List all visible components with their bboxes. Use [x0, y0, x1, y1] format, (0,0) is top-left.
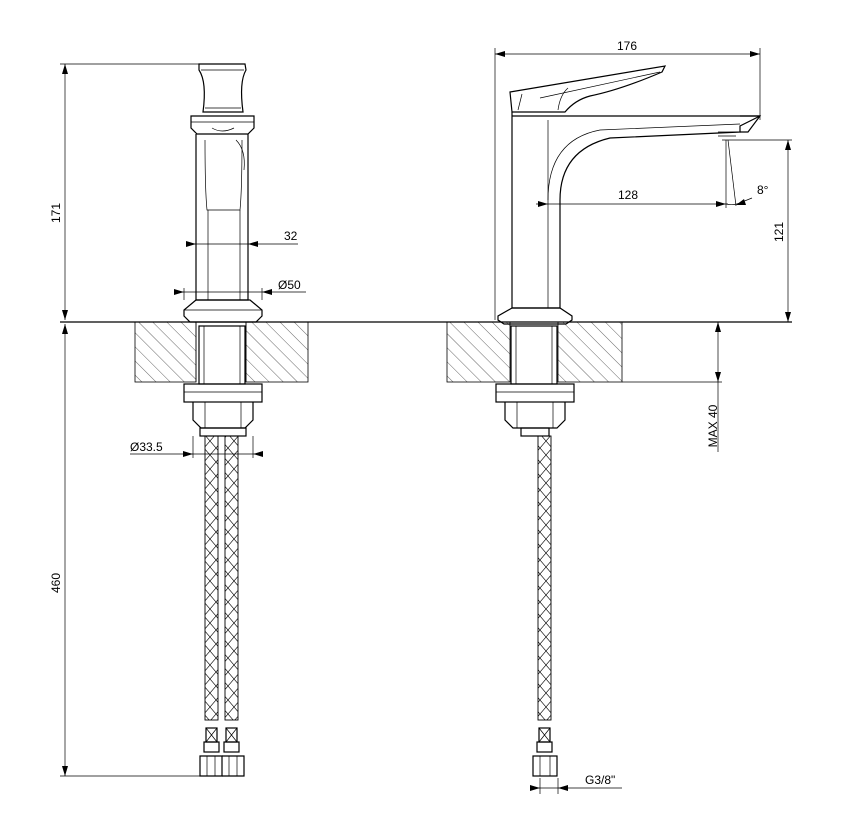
countertop-section-side [446, 321, 722, 383]
lever-handle-front [198, 63, 247, 113]
lever-handle-side [509, 65, 667, 113]
dim-angle-8: 8° [725, 139, 769, 207]
dim-128: 128 [536, 140, 728, 208]
dim-dia-33-5-label: Ø33.5 [130, 440, 163, 454]
countertop-section-front [134, 321, 309, 383]
dim-171: 171 [49, 63, 212, 320]
dim-max-40: MAX 40 [706, 322, 721, 452]
braided-hose-side [532, 435, 558, 777]
dim-128-label: 128 [618, 188, 638, 202]
dim-121: 121 [722, 139, 792, 322]
handle-collar-front [190, 115, 255, 135]
side-view: 176 128 [444, 39, 792, 794]
dim-g3-8: G3/8" [530, 773, 622, 794]
shank-side [510, 325, 558, 385]
dim-32: 32 [186, 229, 298, 247]
tap-body-side [511, 112, 762, 309]
front-view: 171 460 [49, 63, 444, 777]
dim-angle-8-label: 8° [757, 183, 769, 197]
shank-front [198, 325, 246, 385]
dim-460: 460 [49, 324, 212, 777]
base-flange-front [183, 299, 263, 323]
tap-body-front [195, 134, 249, 301]
dim-460-label: 460 [49, 573, 63, 593]
dim-dia-50: Ø50 [174, 278, 306, 300]
dim-32-label: 32 [284, 229, 298, 243]
dim-171-label: 171 [49, 203, 63, 223]
dim-g3-8-label: G3/8" [585, 773, 615, 787]
dim-121-label: 121 [772, 222, 786, 242]
dim-176: 176 [494, 39, 761, 320]
fixing-nut-side [495, 383, 575, 437]
dim-max-40-label: MAX 40 [706, 404, 720, 447]
fixing-nut-front [183, 383, 263, 437]
dim-176-label: 176 [617, 39, 637, 53]
dim-dia-33-5: Ø33.5 [130, 436, 263, 458]
dim-dia-50-label: Ø50 [278, 278, 301, 292]
braided-hoses-front [199, 435, 245, 777]
